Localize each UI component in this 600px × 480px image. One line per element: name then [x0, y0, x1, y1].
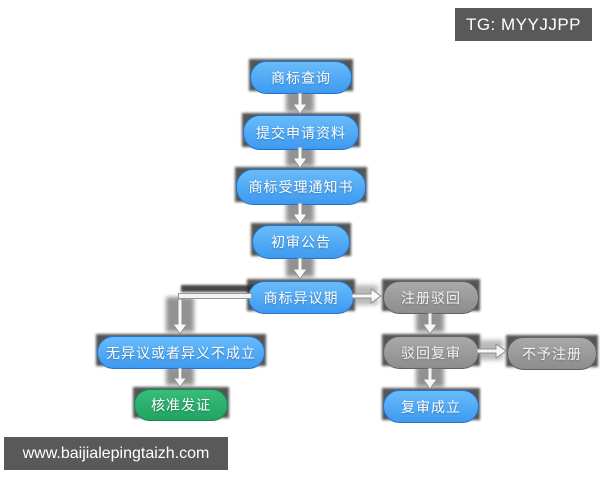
node-approval-certificate: 核准发证: [134, 389, 228, 421]
connector-elbow: [178, 293, 252, 299]
website-badge: www.baijialepingtaizh.com: [4, 437, 228, 470]
arrow-down-icon: [422, 368, 438, 390]
telegram-badge: TG: MYYJJPP: [455, 8, 592, 41]
node-no-objection: 无异议或者异义不成立: [97, 336, 265, 369]
node-not-registered: 不予注册: [507, 337, 597, 370]
arrow-right-icon: [477, 343, 507, 359]
node-trademark-query: 商标查询: [250, 61, 352, 94]
arrow-down-icon: [422, 313, 438, 335]
node-acceptance-notice: 商标受理通知书: [236, 169, 366, 205]
arrow-down-icon: [292, 93, 308, 115]
node-submit-application: 提交申请资料: [243, 115, 359, 150]
node-rejection-review: 驳回复审: [383, 336, 479, 369]
node-review-upheld: 复审成立: [383, 390, 479, 423]
arrow-right-icon: [352, 288, 382, 304]
node-preliminary-announcement: 初审公告: [252, 225, 350, 259]
arrow-down-icon: [292, 147, 308, 169]
arrow-down-icon: [172, 299, 188, 335]
arrow-down-icon: [172, 368, 188, 388]
arrow-down-icon: [292, 258, 308, 280]
node-registration-rejected: 注册驳回: [383, 281, 479, 314]
node-opposition-period: 商标异议期: [248, 281, 354, 314]
arrow-down-icon: [292, 203, 308, 225]
